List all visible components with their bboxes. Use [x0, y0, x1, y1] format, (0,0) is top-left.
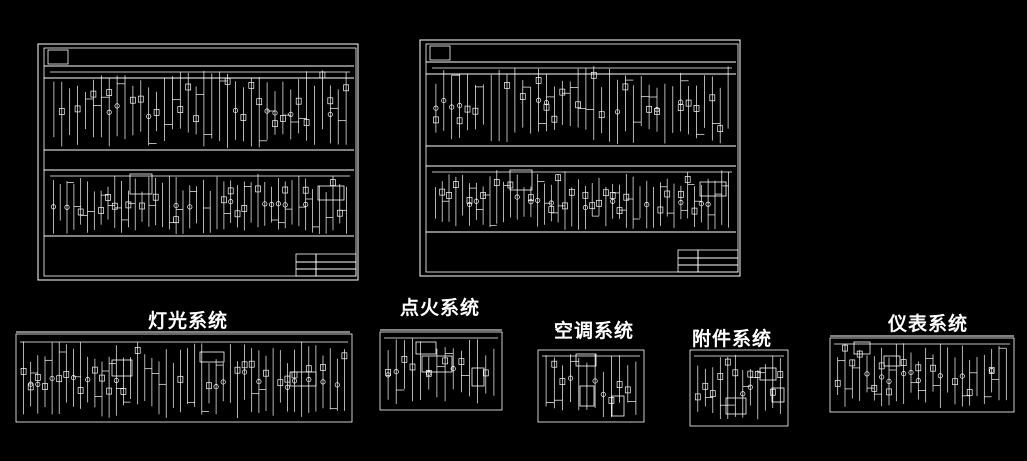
aircon-circuits: [542, 354, 640, 418]
lighting-system-title: 灯光系统: [148, 310, 229, 332]
ignition-system-schematic: [379, 329, 503, 411]
lighting-system-schematic: [15, 331, 353, 423]
instrument-system-schematic: [829, 335, 1015, 413]
instrument-system-title: 仪表系统: [888, 313, 969, 335]
ignition-circuits: [384, 337, 498, 404]
right-sheet-lower-circuits: [432, 170, 732, 230]
lighting-circuits: [20, 341, 348, 418]
instrument-circuits: [834, 343, 1010, 408]
right-sheet-upper-circuits: [432, 66, 732, 144]
ignition-system-title: 点火系统: [400, 297, 481, 319]
left-sheet-upper-circuits: [50, 70, 350, 148]
accessory-system-title: 附件系统: [692, 328, 773, 350]
accessory-system-schematic: [689, 349, 789, 427]
full-schematic-sheet-right: [419, 39, 741, 277]
aircon-system-schematic: [537, 349, 645, 423]
accessory-circuits: [694, 354, 784, 420]
full-schematic-sheet-left: [37, 43, 359, 281]
aircon-system-title: 空调系统: [554, 320, 635, 342]
left-sheet-lower-circuits: [50, 174, 350, 234]
